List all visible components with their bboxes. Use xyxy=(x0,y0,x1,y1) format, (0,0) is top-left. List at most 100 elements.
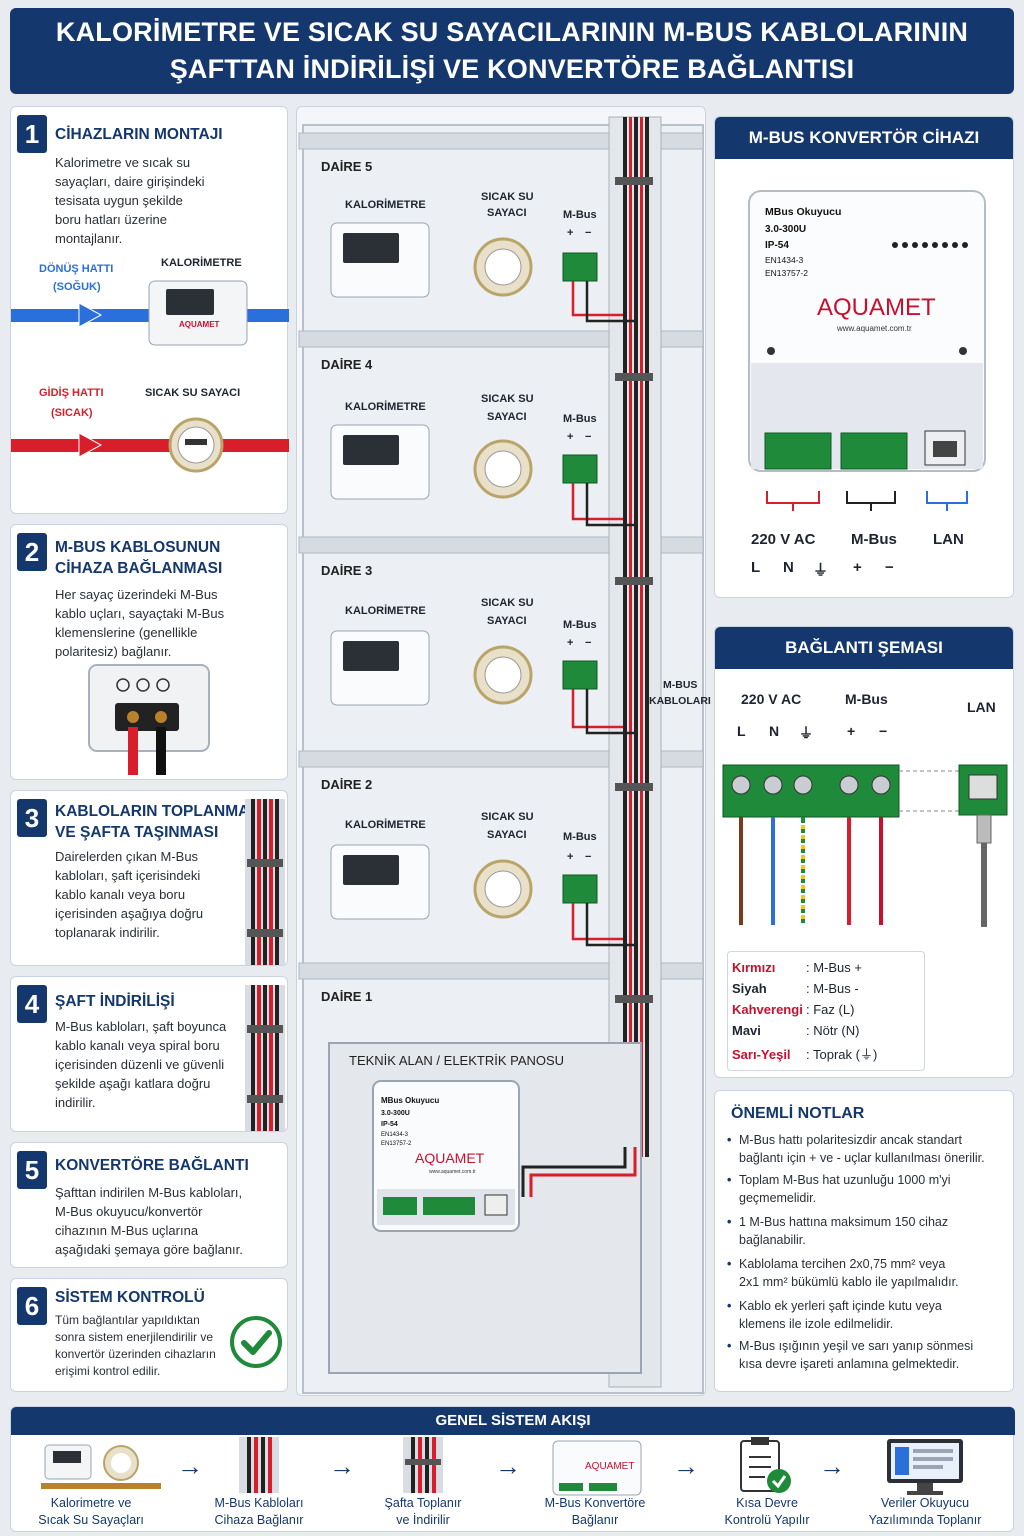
supply-line-label: GİDİŞ HATTI xyxy=(39,387,104,399)
floor-devices-5 xyxy=(330,222,635,323)
minus-label: − xyxy=(585,637,592,649)
screw-icon xyxy=(136,678,150,692)
step-text: Kalorimetre ve sıcak su sayaçları, daire… xyxy=(55,153,205,248)
schema-wiring xyxy=(722,764,1008,927)
text-line: M-Bus okuyucu/konvertör xyxy=(55,1204,203,1219)
device-std1-text: EN1434-3 xyxy=(381,1132,409,1138)
mbus-label: M-Bus xyxy=(563,831,597,843)
group-label: 220 V AC xyxy=(741,691,802,707)
hot-meter-label: SICAK SU xyxy=(481,191,534,203)
cable-clamp xyxy=(615,177,653,185)
text-line: sayaçları, daire girişindeki xyxy=(55,174,205,189)
text-line: cihazının M-Bus uçlarına xyxy=(55,1223,199,1238)
cable-line xyxy=(251,985,255,1131)
screw-icon xyxy=(116,678,130,692)
shaft-icon xyxy=(403,1437,443,1493)
hot-meter-label: SAYACI xyxy=(487,615,527,627)
cable-bundle-icon xyxy=(245,799,285,965)
group-label: M-Bus xyxy=(845,691,888,707)
building-svg: MBus Okuyucu 3.0-300U IP-54 EN1434-3 EN1… xyxy=(298,116,704,1394)
step-number: 2 xyxy=(17,533,47,571)
device-name-text: MBus Okuyucu xyxy=(765,206,841,218)
kalorimetre-label: KALORİMETRE xyxy=(345,605,426,617)
text-line: indirilir. xyxy=(55,1095,96,1110)
kalorimetre-label: KALORİMETRE xyxy=(345,199,426,211)
floor-label: DAİRE 4 xyxy=(321,357,373,372)
group-label: LAN xyxy=(967,699,996,715)
step-text: Tüm bağlantılar yapıldıktan sonra sistem… xyxy=(55,1312,216,1380)
cable-line xyxy=(251,799,255,965)
cable-line xyxy=(269,985,273,1131)
screw-icon xyxy=(767,347,775,355)
cable-clamp xyxy=(247,929,283,937)
device-ip-text: IP-54 xyxy=(381,1121,398,1128)
note-item: 1 M-Bus hattına maksimum 150 cihazbağlan… xyxy=(725,1213,1001,1249)
terminal-block xyxy=(115,703,179,731)
screw-icon xyxy=(156,678,170,692)
text-line: Kalorimetre ve sıcak su xyxy=(55,155,191,170)
text-line: boru hatları üzerine xyxy=(55,212,168,227)
step-text: M-Bus kabloları, şaft boyunca kablo kana… xyxy=(55,1017,226,1112)
cable-line xyxy=(275,799,279,965)
flow-arrow-icon: → xyxy=(819,1451,845,1481)
note-item: Toplam M-Bus hat uzunluğu 1000 m'yigeçme… xyxy=(725,1171,1001,1207)
minus-label: − xyxy=(585,227,592,239)
cable-line xyxy=(263,799,267,965)
lan-port xyxy=(484,1194,508,1216)
plus-label: + xyxy=(567,637,574,649)
cable-clamp xyxy=(615,995,653,1003)
terminal-label: − xyxy=(879,723,888,739)
floor-label: DAİRE 1 xyxy=(321,989,373,1004)
step-number: 4 xyxy=(17,985,47,1023)
device-url-text: www.aquamet.com.tr xyxy=(836,324,912,333)
legend-row: Mavi: Nötr (N) xyxy=(732,1023,860,1038)
pipes-illustration: AQUAMET xyxy=(11,280,289,473)
flow-title: GENEL SİSTEM AKIŞI xyxy=(11,1407,1015,1435)
terminal-label: N xyxy=(769,723,780,739)
converter-icon-brand: AQUAMET xyxy=(585,1461,634,1472)
terminal-block-mbus xyxy=(423,1197,475,1215)
terminal-screw xyxy=(127,711,139,723)
cable-line xyxy=(269,799,273,965)
legend-row: Siyah: M-Bus - xyxy=(732,981,859,996)
text-line: klemenslerine (genellikle xyxy=(55,625,198,640)
note-item: Kablo ek yerleri şaft içinde kutu veyakl… xyxy=(725,1297,1001,1333)
text-line: Tüm bağlantılar yapıldıktan xyxy=(55,1313,200,1327)
step-text: Her sayaç üzerindeki M-Bus kablo uçları,… xyxy=(55,585,224,661)
red-wire xyxy=(128,727,138,775)
text-line: şekilde aşağı katlara doğru xyxy=(55,1076,211,1091)
floor-label: DAİRE 3 xyxy=(321,563,373,578)
group-braces xyxy=(766,491,968,511)
monitor-icon xyxy=(887,1439,963,1495)
flow-arrow-icon: → xyxy=(177,1451,203,1481)
flow-arrow-icon: → xyxy=(329,1451,355,1481)
terminal-block-power xyxy=(764,432,832,470)
flow-arrow-icon: → xyxy=(673,1451,699,1481)
hot-meter-label: SICAK SU SAYACI xyxy=(145,387,241,399)
step-6-panel: 6 SİSTEM KONTROLÜ Tüm bağlantılar yapıld… xyxy=(10,1278,288,1392)
legend-row: Kırmızı: M-Bus + xyxy=(732,960,862,975)
mbus-label: M-Bus xyxy=(563,209,597,221)
cable-clamp xyxy=(615,577,653,585)
device-brand-text: AQUAMET xyxy=(817,294,936,321)
cable-clamp xyxy=(247,1095,283,1103)
device-name-text: MBus Okuyucu xyxy=(381,1096,439,1105)
terminal-closeup xyxy=(88,664,210,775)
text-line: Her sayaç üzerindeki M-Bus xyxy=(55,587,218,602)
text-line: erişimi kontrol edilir. xyxy=(55,1364,161,1378)
plus-label: + xyxy=(567,431,574,443)
cable-clamp xyxy=(247,1025,283,1033)
return-line-label: DÖNÜŞ HATTI xyxy=(39,263,114,275)
schema-panel: BAĞLANTI ŞEMASI 220 V AC M-Bus LAN L N ⏚… xyxy=(714,626,1014,1078)
cable-clamp xyxy=(247,859,283,867)
device-model-text: 3.0-300U xyxy=(765,224,806,235)
text-line: içerisinden aşağıya doğru xyxy=(55,906,204,921)
step-1-panel: 1 CİHAZLARIN MONTAJI Kalorimetre ve sıca… xyxy=(10,106,289,514)
step-text: Dairelerden çıkan M-Bus kabloları, şaft … xyxy=(55,847,203,942)
text-line: konvertör üzerinden cihazların xyxy=(55,1347,216,1361)
cable-label: KABLOLARI xyxy=(649,695,711,707)
screw-icon xyxy=(959,347,967,355)
floor-label: DAİRE 5 xyxy=(321,159,373,174)
